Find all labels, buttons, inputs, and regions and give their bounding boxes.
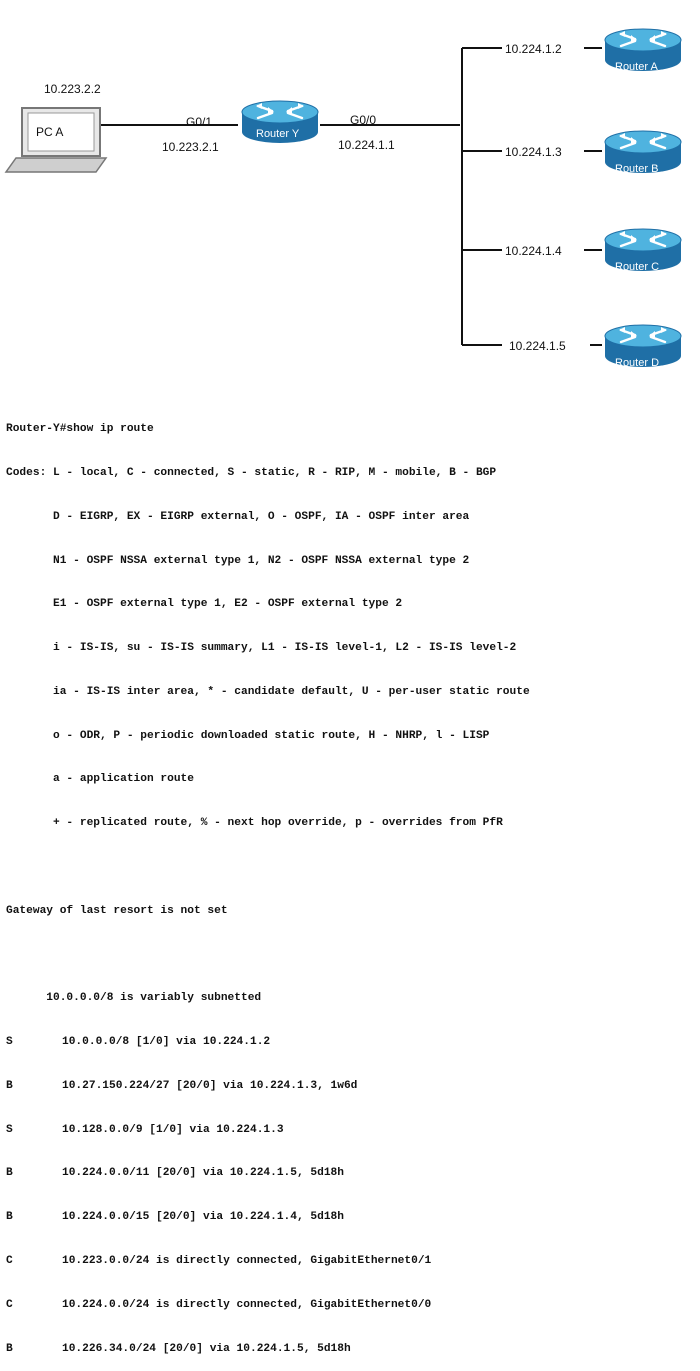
gateway-line: Gateway of last resort is not set [6,904,228,917]
route-entry: B 10.27.150.224/27 [20/0] via 10.224.1.3,… [6,1079,696,1094]
router-a-ip: 10.224.1.2 [505,42,562,56]
codes-line: o - ODR, P - periodic downloaded static … [6,729,490,742]
pc-icon [4,107,108,173]
route-entry: B 10.226.34.0/24 [20/0] via 10.224.1.5, 5… [6,1342,696,1357]
route-text: 10.226.34.0/24 [20/0] via 10.224.1.5, 5d… [62,1342,351,1355]
router-d-ip: 10.224.1.5 [509,339,566,353]
route-code: B [6,1167,13,1180]
codes-line: E1 - OSPF external type 1, E2 - OSPF ext… [6,598,403,611]
router-c-ip: 10.224.1.4 [505,244,562,258]
codes-line: N1 - OSPF NSSA external type 1, N2 - OSP… [6,554,470,567]
router-d-name: Router D [615,357,659,369]
router-y-right-ip: 10.224.1.1 [338,138,395,152]
route-code: C [6,1255,13,1268]
route-text: 10.224.0.0/24 is directly connected, Gig… [62,1298,432,1311]
codes-line: i - IS-IS, su - IS-IS summary, L1 - IS-I… [6,642,517,655]
route-entry: S 10.128.0.0/9 [1/0] via 10.224.1.3 [6,1123,696,1138]
cli-command: Router-Y#show ip route [6,423,154,436]
route-entry: C 10.224.0.0/24 is directly connected, Gi… [6,1298,696,1313]
router-b-name: Router B [615,163,658,175]
pc-name: PC A [36,125,63,139]
router-b-ip: 10.224.1.3 [505,145,562,159]
route-text: 10.27.150.224/27 [20/0] via 10.224.1.3, … [62,1079,358,1092]
route-text: 10.0.0.0/8 [1/0] via 10.224.1.2 [62,1036,271,1049]
route-code: B [6,1342,13,1355]
routing-table-output: Router-Y#show ip route Codes: L - local,… [6,393,696,1371]
router-y-left-interface: G0/1 [186,115,212,129]
route-code: B [6,1079,13,1092]
route-text: 10.128.0.0/9 [1/0] via 10.224.1.3 [62,1123,284,1136]
route-code: C [6,1298,13,1311]
router-y-left-ip: 10.223.2.1 [162,140,219,154]
router-c-name: Router C [615,261,659,273]
codes-line: a - application route [6,773,194,786]
route-code: B [6,1211,13,1224]
route-entry: C 10.223.0.0/24 is directly connected, Gi… [6,1254,696,1269]
route-code: S [6,1123,13,1136]
links [100,47,602,346]
route-text: 10.224.0.0/11 [20/0] via 10.224.1.5, 5d1… [62,1167,344,1180]
route-text: 10.224.0.0/15 [20/0] via 10.224.1.4, 5d1… [62,1211,344,1224]
route-entry: B 10.224.0.0/15 [20/0] via 10.224.1.4, 5d… [6,1210,696,1225]
codes-line: ia - IS-IS inter area, * - candidate def… [6,685,530,698]
route-text: 10.223.0.0/24 is directly connected, Gig… [62,1255,432,1268]
codes-line: + - replicated route, % - next hop overr… [6,817,503,830]
network-topology: PC A 10.223.2.2 Router Y G0/1 10.223.2.1… [4,27,683,369]
subnet-header: 10.0.0.0/8 is variably subnetted [6,992,262,1005]
route-entry: B 10.224.0.0/11 [20/0] via 10.224.1.5, 5d… [6,1166,696,1181]
codes-line: Codes: L - local, C - connected, S - sta… [6,466,497,479]
codes-line: D - EIGRP, EX - EIGRP external, O - OSPF… [6,510,470,523]
pc-ip: 10.223.2.2 [44,82,101,96]
route-entry: S 10.0.0.0/8 [1/0] via 10.224.1.2 [6,1035,696,1050]
router-y-right-interface: G0/0 [350,113,376,127]
route-code: S [6,1036,13,1049]
router-a-name: Router A [615,61,658,73]
router-y-name: Router Y [256,128,300,140]
